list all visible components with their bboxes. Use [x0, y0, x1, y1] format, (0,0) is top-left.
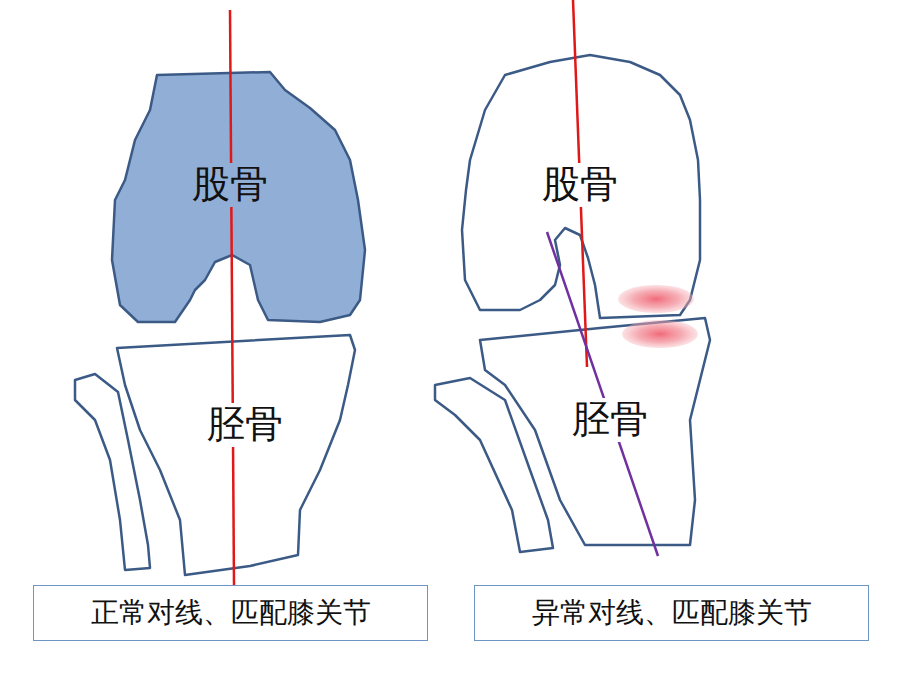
inflammation-spot: [622, 320, 698, 348]
bone-label: 胫骨: [204, 403, 286, 447]
caption-box: 正常对线、匹配膝关节: [33, 585, 428, 641]
femur-shape: 股骨: [458, 52, 704, 322]
caption-text: 正常对线、匹配膝关节: [91, 598, 371, 629]
inflammation-spot: [618, 285, 694, 313]
tibia-shape: [117, 335, 355, 575]
femur-shape: [462, 55, 700, 318]
bone-label: 胫骨: [569, 398, 651, 442]
femur-shape: [112, 72, 365, 322]
femur-shape: 股骨: [108, 68, 370, 326]
bone-label: 股骨: [539, 163, 621, 207]
caption-box: 异常对线、匹配膝关节: [474, 585, 869, 641]
tibia-shape: [480, 318, 710, 545]
tibia-shape: 胫骨: [114, 332, 359, 578]
bone-label: 股骨: [189, 163, 271, 207]
tibia-shape-outline: [114, 332, 359, 578]
caption-text: 异常对线、匹配膝关节: [532, 598, 812, 629]
tibia-shape: 胫骨: [476, 314, 714, 549]
